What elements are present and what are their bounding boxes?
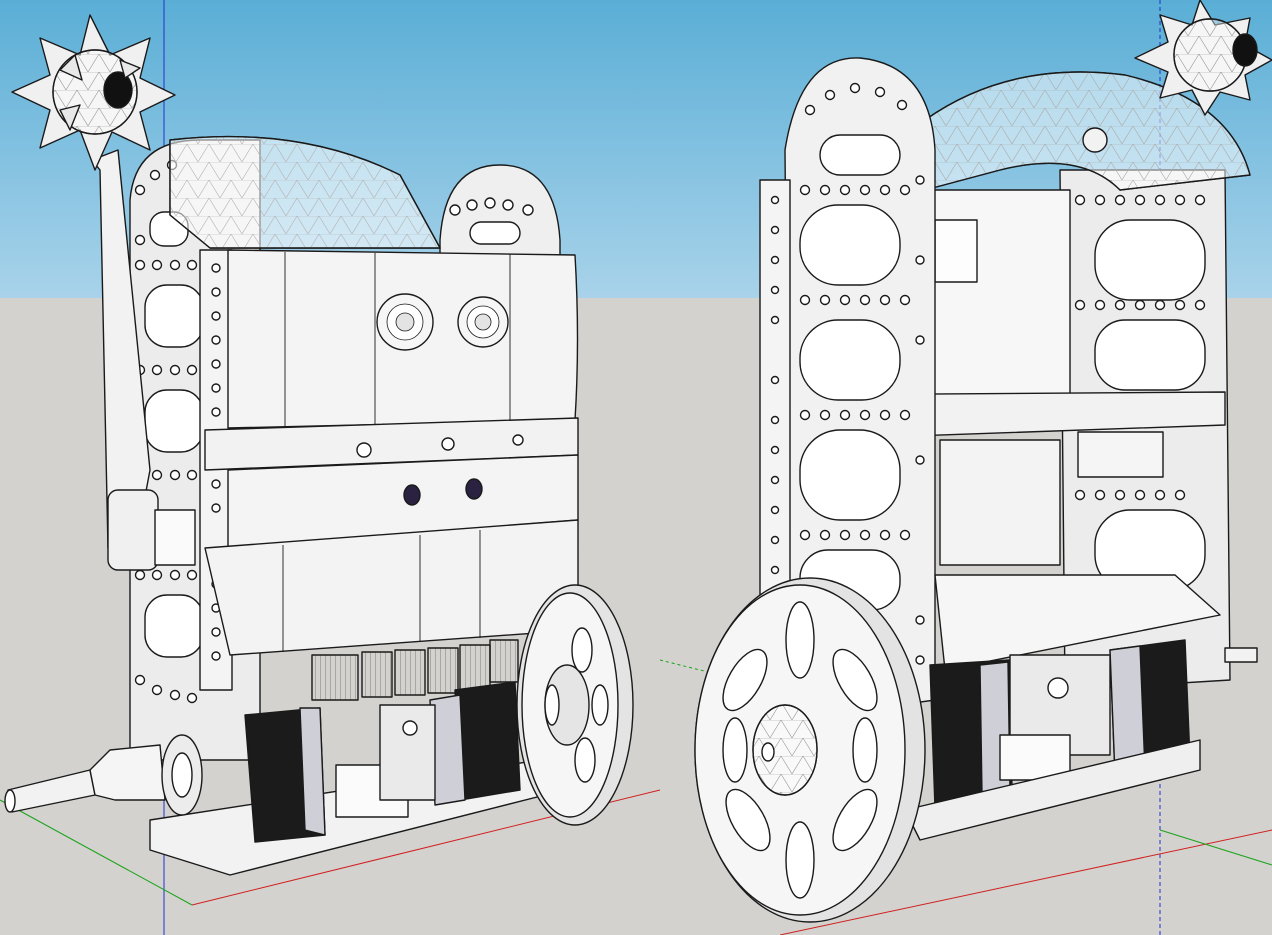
pcb-board (934, 219, 978, 283)
robot-rear-view[interactable] (694, 0, 1272, 923)
wheel-left (694, 577, 926, 923)
plate-holes (449, 197, 534, 245)
ultrasonic-eyes (376, 293, 509, 351)
wheel-right (516, 584, 634, 826)
robot-front-view[interactable] (4, 14, 634, 876)
axle-shaft (4, 734, 203, 816)
rear-tray (934, 574, 1221, 671)
spiked-mace-icon (11, 14, 176, 171)
rear-base (904, 739, 1201, 841)
mid-leds (403, 478, 483, 506)
rear-spiked-mace-icon (1134, 0, 1272, 116)
left-plate-holes (134, 159, 204, 704)
rear-battery-box (999, 734, 1071, 781)
